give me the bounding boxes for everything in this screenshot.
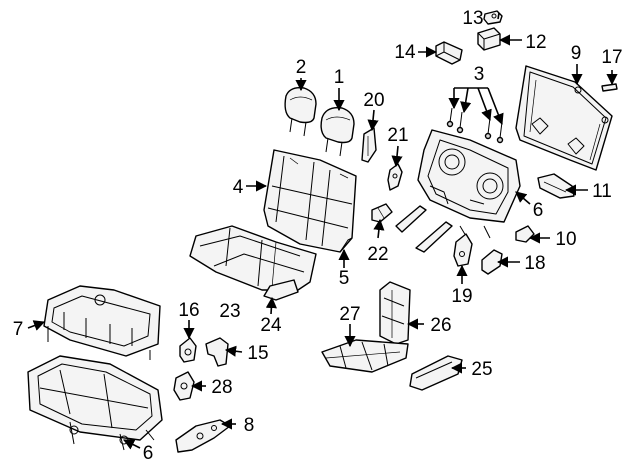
callout-3: 3 xyxy=(474,64,485,85)
callout-28: 28 xyxy=(211,377,232,398)
part-6-seat-base-frame xyxy=(27,355,163,451)
callout-4: 4 xyxy=(233,177,244,198)
part-8-latch xyxy=(175,419,231,453)
callout-20: 20 xyxy=(363,90,384,111)
callout-15: 15 xyxy=(247,343,268,364)
callout-10: 10 xyxy=(555,229,576,250)
part-7-cushion-frame xyxy=(43,285,161,360)
part-17-tag xyxy=(601,83,618,92)
part-6-seatback-frame xyxy=(395,129,521,253)
callout-21: 21 xyxy=(387,125,408,146)
leader-lines xyxy=(27,12,618,450)
callout-23: 23 xyxy=(219,301,240,322)
callout-17: 17 xyxy=(601,47,622,68)
part-1-headrest xyxy=(320,107,355,157)
part-21-hinge xyxy=(387,163,403,191)
callout-19: 19 xyxy=(451,286,472,307)
callout-2: 2 xyxy=(296,57,307,78)
callout-24: 24 xyxy=(260,315,282,336)
part-19-latch xyxy=(453,233,473,267)
part-16-clip xyxy=(179,337,197,363)
callout-6-lower: 6 xyxy=(143,443,154,464)
callout-9: 9 xyxy=(571,43,582,64)
callout-1: 1 xyxy=(334,67,345,88)
callout-16: 16 xyxy=(178,300,199,321)
callout-11: 11 xyxy=(592,181,612,202)
callout-25: 25 xyxy=(471,359,492,380)
callout-26: 26 xyxy=(430,315,451,336)
part-14-bracket xyxy=(435,41,463,65)
callout-7: 7 xyxy=(13,319,24,340)
part-10-clip xyxy=(515,225,535,243)
callout-labels: 13 12 14 9 17 3 2 1 20 21 4 11 6 10 22 5… xyxy=(13,8,623,464)
part-3-bolts xyxy=(446,107,504,144)
callout-27: 27 xyxy=(339,304,360,325)
part-28-bracket xyxy=(173,371,195,401)
part-20-trim xyxy=(361,127,377,163)
part-25-armrest xyxy=(409,355,463,391)
callout-22: 22 xyxy=(367,244,388,265)
callout-5: 5 xyxy=(339,268,350,289)
callout-12: 12 xyxy=(525,32,546,53)
part-26-back-cover xyxy=(379,281,411,345)
callout-8: 8 xyxy=(244,415,255,436)
callout-6-upper: 6 xyxy=(533,200,544,221)
part-13-clip xyxy=(483,10,503,25)
part-27-seat-cover xyxy=(321,339,409,373)
part-2-headrest xyxy=(284,86,317,137)
part-22-clip xyxy=(371,203,393,223)
part-12-cover xyxy=(477,27,501,51)
part-24-panel xyxy=(263,279,299,301)
part-23-cushion xyxy=(189,225,317,291)
callout-13: 13 xyxy=(462,8,483,29)
part-4-seatback xyxy=(263,149,357,253)
part-15-trim xyxy=(205,337,229,367)
part-9-seatback-panel xyxy=(515,65,613,171)
callout-18: 18 xyxy=(524,253,545,274)
callout-14: 14 xyxy=(394,42,416,63)
part-11-strap xyxy=(537,173,575,199)
